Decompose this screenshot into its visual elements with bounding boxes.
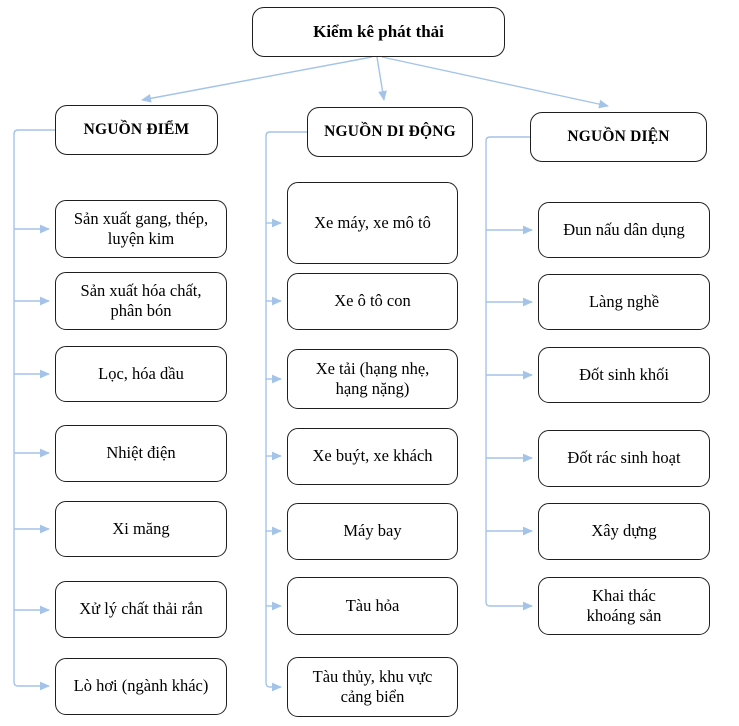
root-node: Kiểm kê phát thải — [252, 7, 505, 57]
diagram-node-trucks: Xe tải (hạng nhẹ, hạng nặng) — [287, 349, 458, 409]
edge-root-to-area-sources — [381, 56, 609, 109]
diagram-node-craft-villages: Làng nghề — [538, 274, 710, 330]
diagram-node-construction: Xây dựng — [538, 503, 710, 560]
spine-point-sources — [13, 129, 55, 691]
diagram-node-thermal-power: Nhiệt điện — [55, 425, 227, 482]
diagram-node-mining: Khai thác khoáng sản — [538, 577, 710, 635]
diagram-node-cement: Xi măng — [55, 501, 227, 557]
edge-root-to-point-sources — [141, 56, 373, 103]
diagram-node-aircraft: Máy bay — [287, 503, 458, 560]
diagram-node-waste-burning: Đốt rác sinh hoạt — [538, 430, 710, 487]
diagram-node-residential-cooking: Đun nấu dân dụng — [538, 202, 710, 258]
diagram-node-trains: Tàu hỏa — [287, 577, 458, 635]
header-area-sources: NGUỒN DIỆN — [530, 112, 707, 162]
diagram-node-biomass-burning: Đốt sinh khối — [538, 347, 710, 403]
diagram-node-motorbikes: Xe máy, xe mô tô — [287, 182, 458, 264]
diagram-node-solid-waste: Xử lý chất thải rắn — [55, 581, 227, 638]
diagram-node-boilers: Lò hơi (ngành khác) — [55, 658, 227, 715]
edge-root-to-mobile-sources — [376, 56, 387, 101]
diagram-node-steel: Sản xuất gang, thép, luyện kim — [55, 200, 227, 258]
spine-area-sources — [485, 136, 533, 611]
diagram-node-chemicals: Sản xuất hóa chất, phân bón — [55, 272, 227, 330]
diagram-node-refinery: Lọc, hóa dầu — [55, 346, 227, 402]
header-mobile-sources: NGUỒN DI ĐỘNG — [307, 107, 473, 157]
diagram-node-buses: Xe buýt, xe khách — [287, 428, 458, 485]
diagram-node-ships: Tàu thủy, khu vực cảng biển — [287, 657, 458, 717]
diagram-node-cars: Xe ô tô con — [287, 273, 458, 330]
header-point-sources: NGUỒN ĐIỂM — [55, 105, 218, 155]
